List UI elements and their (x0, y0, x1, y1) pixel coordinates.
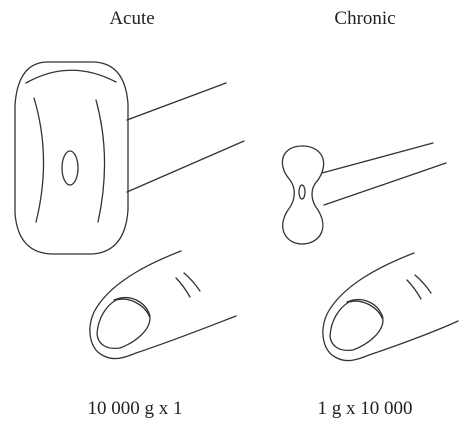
acute-caption: 10 000 g x 1 (87, 398, 183, 419)
left-knuckle-crease-2 (183, 272, 201, 292)
left-finger-icon (89, 250, 237, 360)
chronic-caption: 1 g x 10 000 (317, 398, 413, 419)
left-finger-outline (89, 250, 237, 360)
chronic-title: Chronic (334, 8, 396, 29)
right-finger-icon (322, 252, 459, 362)
right-fingernail (329, 300, 384, 352)
acute-title: Acute (109, 8, 155, 29)
large-hammer-icon (14, 61, 245, 255)
large-hammer-rim (25, 69, 117, 84)
large-hammer-left-curve (33, 97, 45, 223)
right-knuckle-crease-2 (414, 274, 432, 294)
left-knuckle-crease-1 (175, 277, 191, 298)
right-finger-outline (322, 252, 459, 362)
large-hammer-hole (61, 150, 79, 186)
small-hammer-hole (298, 184, 306, 200)
large-hammer-handle-bottom (126, 140, 245, 193)
large-hammer-handle-top (126, 82, 227, 121)
left-fingernail (96, 298, 151, 350)
small-hammer-icon (281, 142, 447, 245)
right-nail-fold (346, 298, 384, 319)
small-hammer-handle-bottom (323, 162, 447, 206)
large-hammer-head (14, 61, 129, 255)
large-hammer-right-curve (95, 99, 106, 223)
small-hammer-head (281, 145, 325, 245)
left-nail-fold (113, 296, 151, 317)
right-knuckle-crease-1 (406, 279, 422, 300)
small-hammer-handle-top (321, 142, 434, 174)
